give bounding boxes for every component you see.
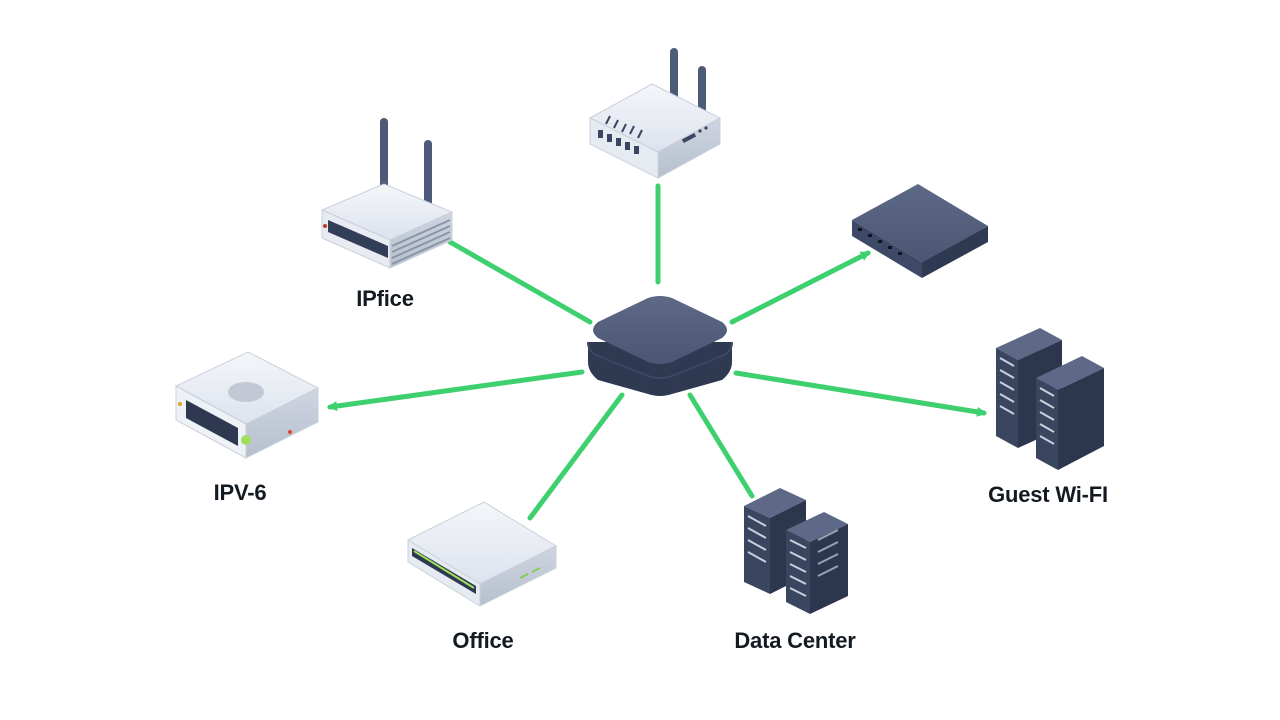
- link-modem-bottom: [527, 392, 625, 521]
- servers-right-icon[interactable]: Guest Wi-FI: [988, 328, 1108, 507]
- modem-bottom-icon[interactable]: Office: [406, 501, 558, 653]
- servers-right-label: Guest Wi-FI: [988, 482, 1108, 507]
- link-router-left: [447, 239, 593, 325]
- modem-bottom-label: Office: [452, 628, 513, 653]
- nas-left-icon[interactable]: IPV-6: [174, 351, 320, 505]
- link-switch-right: [729, 250, 871, 325]
- nas-left-label: IPV-6: [214, 480, 267, 505]
- links: [327, 183, 987, 521]
- servers-bottom-icon[interactable]: Data Center: [734, 488, 856, 653]
- link-nas-left: [327, 369, 585, 411]
- link-servers-right: [733, 370, 987, 417]
- router-left-icon[interactable]: IPfice: [320, 118, 454, 311]
- switch-right-icon[interactable]: [852, 184, 988, 278]
- servers-bottom-label: Data Center: [734, 628, 856, 653]
- central-hub-icon[interactable]: [587, 296, 733, 396]
- link-servers-bottom: [687, 392, 755, 499]
- router-left-label: IPfice: [356, 286, 414, 311]
- router-top-icon[interactable]: [588, 48, 722, 179]
